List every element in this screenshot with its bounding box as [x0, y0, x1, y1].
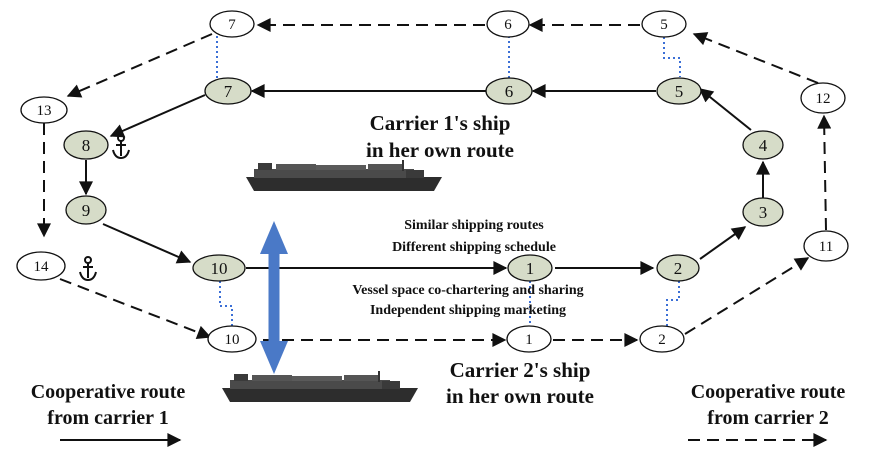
- outer-nodes: 7 6 5 13 12 14 11 10: [16, 10, 849, 353]
- ship-icon: [246, 160, 442, 191]
- port-node: 11: [803, 230, 849, 262]
- legend-label-line1: Cooperative route: [31, 381, 186, 403]
- route-edge: [692, 32, 819, 84]
- node-label: 12: [816, 91, 831, 107]
- port-node: 13: [20, 96, 68, 124]
- inner-route: [79, 84, 770, 275]
- note-different-schedule: Different shipping schedule: [392, 240, 556, 255]
- node-label: 1: [526, 259, 535, 278]
- route-edge: [699, 226, 747, 260]
- double-arrow-icon: [260, 221, 288, 374]
- port-links: [216, 36, 681, 328]
- note-similar-routes: Similar shipping routes: [404, 218, 544, 233]
- anchor-icon: [79, 256, 97, 282]
- port-node: 5: [656, 77, 702, 105]
- carrier1-title: Carrier 1's ship: [370, 111, 511, 135]
- node-label: 5: [675, 82, 684, 101]
- port-node: 2: [656, 254, 700, 282]
- legend-carrier1: Cooperative route from carrier 1: [31, 381, 186, 447]
- port-node: 1: [506, 325, 552, 353]
- node-label: 5: [660, 17, 668, 33]
- port-node: 10: [207, 325, 257, 353]
- node-label: 9: [82, 201, 91, 220]
- port-node: 8: [63, 130, 109, 160]
- inner-nodes: 7 6 5 8 4 9 3 10: [63, 77, 784, 282]
- port-node: 1: [507, 254, 553, 282]
- legend-label-line1: Cooperative route: [691, 381, 846, 403]
- port-node: 6: [486, 10, 530, 38]
- route-edge: [109, 94, 206, 138]
- port-link: [663, 37, 681, 77]
- port-node: 7: [204, 77, 252, 105]
- node-label: 6: [504, 17, 512, 33]
- port-node: 9: [65, 195, 107, 225]
- port-node: 4: [742, 130, 784, 160]
- node-label: 10: [225, 332, 240, 348]
- port-link: [219, 281, 233, 328]
- node-label: 6: [505, 82, 514, 101]
- port-node: 10: [192, 254, 246, 282]
- carrier1-subtitle: in her own route: [366, 138, 514, 162]
- legend-label-line2: from carrier 2: [707, 407, 828, 429]
- node-label: 7: [224, 82, 233, 101]
- port-node: 12: [800, 82, 846, 114]
- port-node: 2: [639, 325, 685, 353]
- carrier2-subtitle: in her own route: [446, 384, 594, 408]
- route-edge: [684, 257, 810, 335]
- node-label: 2: [674, 259, 683, 278]
- legend-carrier2: Cooperative route from carrier 2: [688, 381, 846, 447]
- route-edge: [817, 114, 832, 231]
- node-label: 14: [34, 259, 50, 275]
- note-space-sharing: Vessel space co-chartering and sharing: [352, 283, 583, 298]
- anchor-icon: [112, 134, 130, 160]
- route-edge: [698, 88, 752, 131]
- node-label: 4: [759, 136, 768, 155]
- outer-route: [37, 18, 832, 347]
- carrier2-title: Carrier 2's ship: [450, 358, 591, 382]
- port-link: [666, 281, 680, 328]
- node-label: 11: [819, 239, 833, 255]
- note-independent-marketing: Independent shipping marketing: [370, 303, 566, 318]
- port-node: 7: [209, 10, 255, 38]
- node-label: 2: [658, 332, 666, 348]
- route-edge: [66, 33, 213, 98]
- route-edge: [102, 223, 192, 264]
- route-edge: [59, 278, 212, 339]
- node-label: 10: [211, 259, 228, 278]
- port-node: 5: [641, 10, 687, 38]
- node-label: 1: [525, 332, 533, 348]
- legend-label-line2: from carrier 1: [47, 407, 168, 429]
- node-label: 8: [82, 136, 91, 155]
- port-node: 14: [16, 251, 66, 281]
- port-node: 6: [485, 77, 533, 105]
- node-label: 7: [228, 17, 236, 33]
- ship-icon: [222, 371, 418, 402]
- node-label: 3: [759, 203, 768, 222]
- node-label: 13: [37, 103, 52, 119]
- port-node: 3: [742, 197, 784, 227]
